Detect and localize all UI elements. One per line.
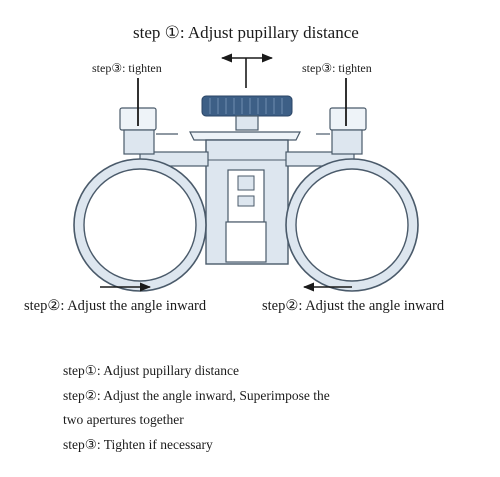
right-screw-head xyxy=(329,107,367,131)
step3-right-label: step③: tighten xyxy=(302,61,372,75)
right-aperture xyxy=(295,168,409,282)
binocular-diagram xyxy=(73,53,419,292)
step2-left-label: step②: Adjust the angle inward xyxy=(24,298,207,314)
center-knob xyxy=(201,95,293,117)
note-line: step③: Tighten if necessary xyxy=(63,437,213,452)
right-screw-collar xyxy=(331,129,363,155)
step2-right-label: step②: Adjust the angle inward xyxy=(262,298,445,314)
left-screw-collar xyxy=(123,129,155,155)
step3-left-label: step③: tighten xyxy=(92,61,162,75)
left-aperture xyxy=(83,168,197,282)
hinge-bracket xyxy=(189,131,301,141)
note-line: step①: Adjust pupillary distance xyxy=(63,363,239,378)
note-line: two apertures together xyxy=(63,412,184,427)
knob-shaft xyxy=(235,115,259,131)
note-line: step②: Adjust the angle inward, Superimp… xyxy=(63,388,330,403)
step1-label: step ①: Adjust pupillary distance xyxy=(133,23,359,42)
